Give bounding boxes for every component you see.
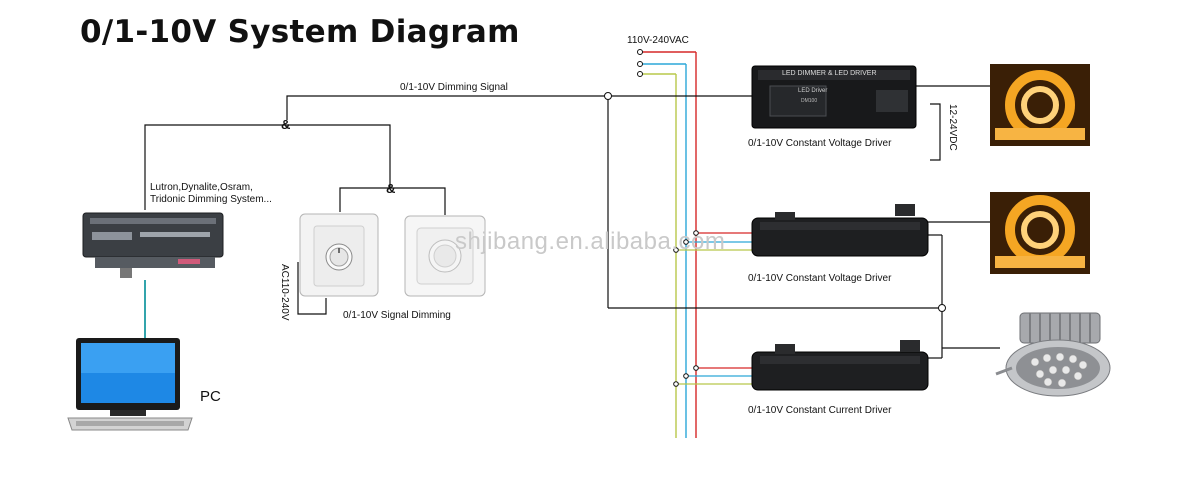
watermark: shjibang.en.alibaba.com — [455, 228, 726, 255]
driver1-device — [751, 65, 917, 129]
junction-nodes — [673, 230, 699, 387]
driver1-header-text: LED DIMMER & LED DRIVER — [782, 70, 877, 77]
led-downlight — [995, 312, 1111, 397]
signal-nodes — [604, 92, 946, 312]
driver3-device — [751, 340, 929, 391]
controllers-label-line2: Tridonic Dimming System... — [150, 194, 272, 205]
junction-amp-lower: & — [386, 181, 396, 196]
driver1-model-text: DM100 — [801, 98, 818, 104]
driver3-feed — [676, 367, 752, 385]
driver2-label: 0/1-10V Constant Voltage Driver — [748, 273, 892, 284]
dimming-controller — [82, 212, 224, 278]
led-strip-1 — [990, 64, 1090, 146]
diagram-title: 0/1-10V System Diagram — [80, 14, 520, 50]
signal-dimming-label: 0/1-10V Signal Dimming — [343, 310, 451, 321]
mains-voltage-label: 110V-240VAC — [627, 35, 689, 46]
driver1-badge-text: LED Driver — [798, 88, 828, 94]
dimming-signal-label: 0/1-10V Dimming Signal — [400, 82, 508, 93]
controllers-label: Lutron,Dynalite,Osram, — [150, 182, 253, 193]
ac-input-label: AC110-240V — [279, 264, 290, 321]
dc-output-label: 12-24VDC — [947, 104, 958, 151]
driver1-label: 0/1-10V Constant Voltage Driver — [748, 138, 892, 149]
driver3-label: 0/1-10V Constant Current Driver — [748, 405, 892, 416]
pc-label: PC — [200, 388, 221, 405]
driver2-device — [751, 204, 929, 257]
junction-amp-upper: & — [281, 117, 291, 132]
push-dimmer — [404, 215, 486, 297]
driver2-feed — [676, 232, 752, 251]
signal-bus — [144, 85, 1000, 359]
mains-terminals — [637, 49, 643, 77]
rotary-dimmer — [299, 213, 379, 297]
pc-computer — [67, 338, 193, 431]
led-strip-2 — [990, 192, 1090, 274]
